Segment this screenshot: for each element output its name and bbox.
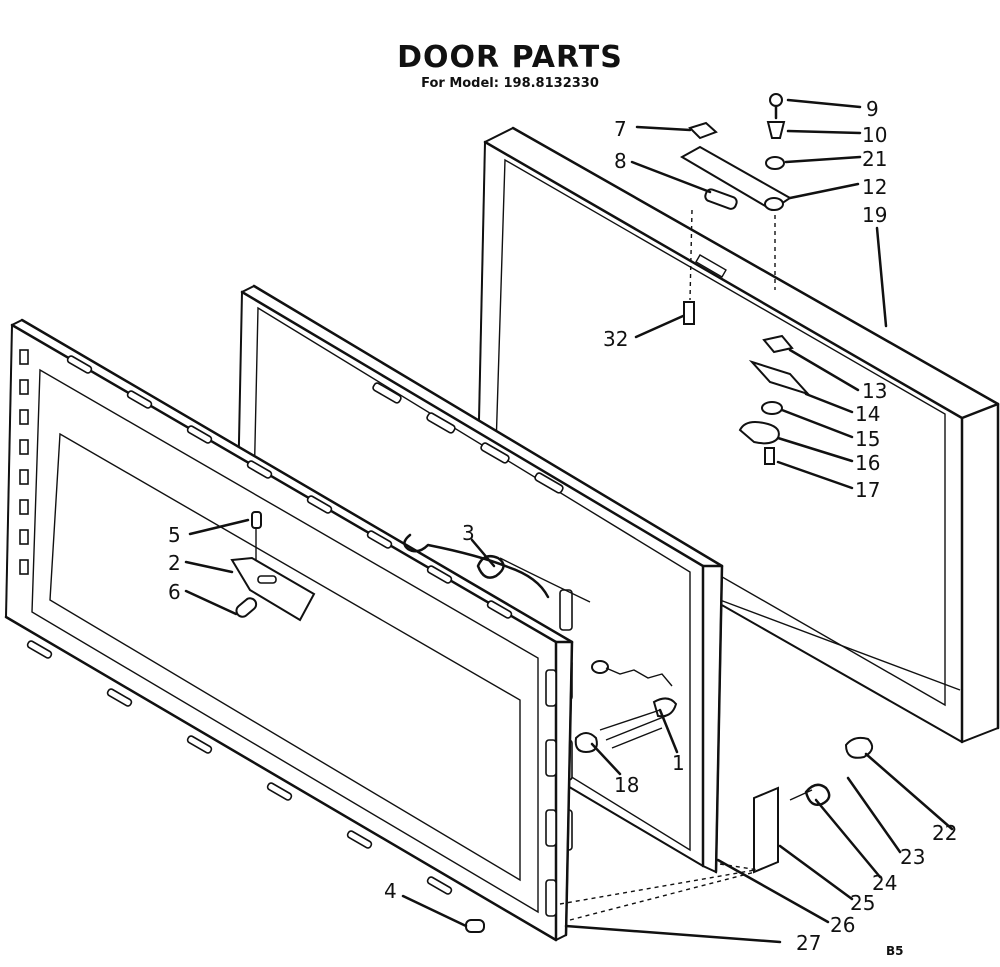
callout-10: 10 — [862, 123, 887, 147]
callout-17: 17 — [855, 478, 880, 502]
callout-22: 22 — [932, 821, 957, 845]
callout-2: 2 — [168, 551, 181, 575]
callout-24: 24 — [872, 871, 897, 895]
rear-door-frame — [476, 126, 1000, 744]
callout-7: 7 — [614, 117, 627, 141]
diagram-title: DOOR PARTS — [397, 40, 623, 75]
callout-6: 6 — [168, 580, 181, 604]
callout-15: 15 — [855, 427, 880, 451]
callout-25: 25 — [850, 891, 875, 915]
callout-26: 26 — [830, 913, 855, 937]
callout-3: 3 — [462, 521, 475, 545]
callout-32: 32 — [603, 327, 628, 351]
callout-leaders — [184, 98, 954, 944]
outer-door-panel — [4, 318, 574, 942]
callout-9: 9 — [866, 97, 879, 121]
callout-16: 16 — [855, 451, 880, 475]
callout-14: 14 — [855, 402, 880, 426]
hinge-assembly-lower — [738, 334, 812, 465]
hinge-assembly-top — [679, 93, 792, 325]
page-code: B5 — [886, 944, 904, 958]
callout-8: 8 — [614, 149, 627, 173]
callout-1: 1 — [672, 751, 685, 775]
callout-5: 5 — [168, 523, 181, 547]
callout-numbers: 9 10 21 7 8 12 19 32 13 14 15 16 17 5 2 … — [168, 97, 957, 955]
handle-parts — [230, 511, 316, 622]
callout-4: 4 — [384, 879, 397, 903]
callout-21: 21 — [862, 147, 887, 171]
callout-23: 23 — [900, 845, 925, 869]
callout-19: 19 — [862, 203, 887, 227]
lower-hinge-hardware — [465, 736, 874, 933]
model-number: For Model: 198.8132330 — [421, 76, 599, 91]
outer-panel-slots — [19, 349, 557, 917]
callout-18: 18 — [614, 773, 639, 797]
callout-13: 13 — [862, 379, 887, 403]
callout-12: 12 — [862, 175, 887, 199]
callout-27: 27 — [796, 931, 821, 955]
